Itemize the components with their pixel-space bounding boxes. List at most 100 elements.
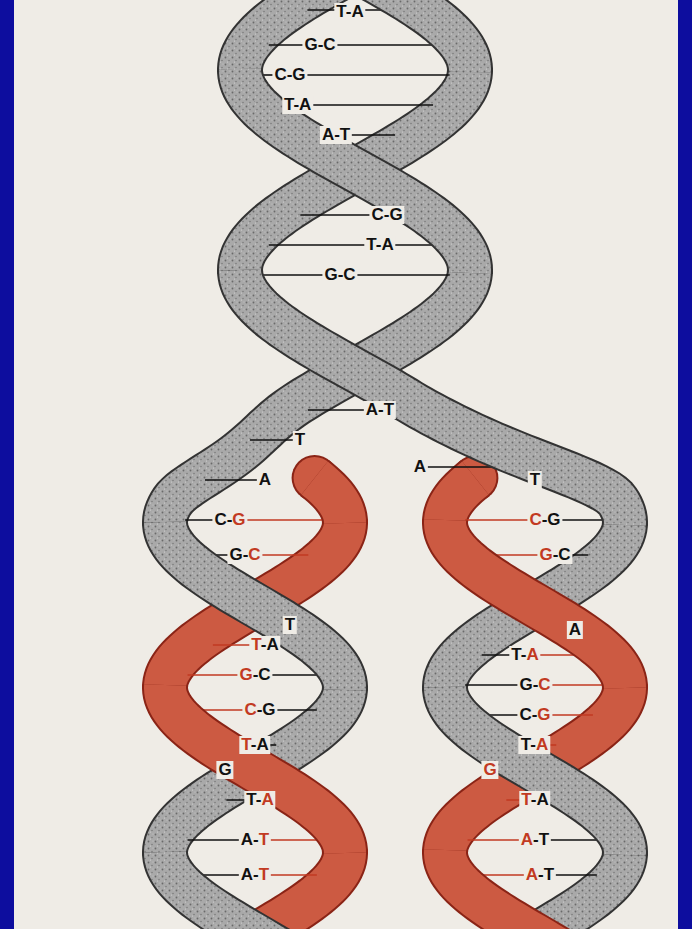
base-letter: A (536, 790, 548, 809)
base-letter: T (259, 830, 269, 849)
base-letter: A (241, 865, 253, 884)
base-letter: A (322, 125, 334, 144)
base-pair-label: G-C (227, 546, 262, 564)
base-letter: - (533, 675, 539, 694)
dna-strand-outline (240, 0, 355, 72)
parent-strand (355, 0, 470, 72)
base-letter: T (539, 830, 549, 849)
base-letter: A (381, 235, 393, 254)
hydrogen-bond (290, 74, 450, 76)
base-pair-label: A-T (239, 831, 271, 849)
base-letter: - (530, 735, 536, 754)
base-letter: G (537, 705, 550, 724)
base-pair-label: T-A (364, 236, 395, 254)
base-pair-label: G-C (517, 676, 552, 694)
base-letter: A (259, 470, 271, 489)
base-letter: G (218, 760, 231, 779)
base-letter: - (318, 35, 324, 54)
base-letter: - (384, 205, 390, 224)
base-letter: G (292, 65, 305, 84)
parent-strand (240, 0, 355, 72)
base-letter: G (324, 265, 337, 284)
parent-strand (445, 687, 625, 855)
base-letter: - (251, 735, 257, 754)
base-letter: T (521, 735, 530, 754)
base-letter: - (521, 645, 527, 664)
base-letter: G (239, 665, 252, 684)
base-pair-label: A (257, 471, 273, 489)
base-letter: C (371, 205, 383, 224)
base-pair-label: T-A (519, 736, 550, 754)
base-pair-label: T-A (244, 791, 275, 809)
base-letter: - (287, 65, 293, 84)
base-letter: T (241, 735, 250, 754)
base-letter: - (376, 235, 382, 254)
base-letter: G (389, 205, 402, 224)
base-letter: A (536, 735, 548, 754)
base-letter: - (531, 790, 537, 809)
base-letter: T (284, 95, 293, 114)
parent-strand (240, 69, 470, 273)
base-pair-label: C-G (242, 701, 277, 719)
base-pair-label: G (481, 761, 498, 779)
base-letter: - (338, 265, 344, 284)
base-letter: T (384, 400, 394, 419)
hydrogen-bond (298, 104, 433, 106)
base-pair-label: A-T (524, 866, 556, 884)
dna-strand-outline (445, 850, 573, 929)
new-strand (445, 478, 475, 523)
base-pair-label: G (216, 761, 233, 779)
base-letter: T (285, 615, 295, 634)
base-pair-label: A-T (364, 401, 396, 419)
base-letter: - (253, 830, 259, 849)
base-letter: G (483, 760, 496, 779)
page-background (14, 0, 678, 929)
base-letter: G (262, 700, 275, 719)
base-letter: - (253, 865, 259, 884)
base-letter: - (253, 665, 259, 684)
base-letter: G (232, 510, 245, 529)
base-letter: T (511, 645, 520, 664)
base-letter: C (258, 665, 270, 684)
base-letter: A (261, 790, 273, 809)
base-letter: - (538, 865, 544, 884)
base-pair-label: T-A (509, 646, 540, 664)
new-strand (315, 478, 345, 523)
base-pair-label: T-A (519, 791, 550, 809)
base-letter: A (299, 95, 311, 114)
dna-strand-outline (240, 69, 470, 273)
base-pair-label: A (412, 458, 428, 476)
base-pair-label: T-A (249, 636, 280, 654)
base-letter: C (274, 65, 286, 84)
base-letter: T (544, 865, 554, 884)
base-letter: G (519, 675, 532, 694)
parent-strand (240, 270, 625, 525)
base-letter: G (539, 545, 552, 564)
base-letter: A (526, 645, 538, 664)
base-letter: T (251, 635, 260, 654)
parent-strand (240, 69, 470, 273)
dna-strand-outline (240, 270, 625, 525)
new-strand (165, 685, 345, 853)
base-letter: G (229, 545, 242, 564)
base-letter: - (256, 790, 262, 809)
dna-strand-outline (165, 522, 345, 690)
base-letter: A (366, 400, 378, 419)
base-letter: T (259, 865, 269, 884)
base-pair-label: T-A (334, 3, 365, 21)
base-letter: A (351, 2, 363, 21)
base-letter: - (334, 125, 340, 144)
base-letter: - (533, 830, 539, 849)
dna-strand-outline (355, 0, 470, 72)
dna-strand-outline (445, 478, 475, 523)
base-letter: A (256, 735, 268, 754)
dna-strand-outline (165, 685, 345, 853)
base-letter: C (529, 510, 541, 529)
base-letter: C (343, 265, 355, 284)
base-letter: C (558, 545, 570, 564)
base-pair-label: G-C (322, 266, 357, 284)
base-pair-label: G-C (302, 36, 337, 54)
base-letter: T (530, 470, 540, 489)
base-pair-label: T-A (239, 736, 270, 754)
dna-strand-outline (445, 520, 625, 688)
